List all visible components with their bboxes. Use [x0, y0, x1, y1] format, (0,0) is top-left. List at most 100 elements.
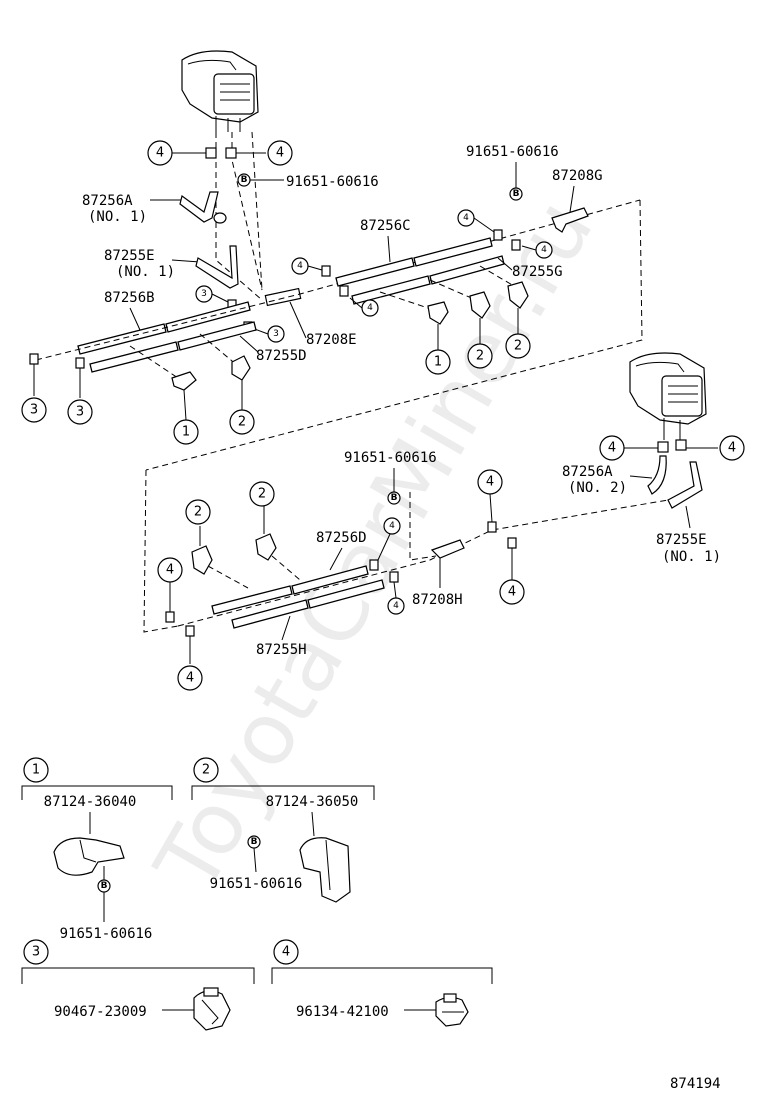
svg-text:2: 2: [514, 339, 522, 354]
ref-circle-2: 2: [505, 333, 531, 359]
ref-circle-2: 2: [185, 499, 211, 525]
svg-text:4: 4: [393, 601, 399, 611]
ref-circle-3: 3: [195, 285, 213, 303]
svg-text:2: 2: [258, 487, 266, 502]
svg-text:4: 4: [541, 245, 547, 255]
svg-text:1: 1: [182, 425, 190, 440]
ref-circle-4: 4: [157, 557, 183, 583]
ref-circle-1: 1: [425, 349, 451, 375]
legend-bolt-1: 91651-60616: [60, 926, 153, 942]
part-label-91651-right: 91651-60616: [466, 144, 559, 160]
part-label-87255e-2-sub: (NO. 1): [662, 549, 721, 565]
svg-text:4: 4: [166, 563, 174, 578]
svg-text:4: 4: [276, 146, 284, 161]
legend-item-2: 2 87124-36050 B 91651-60616: [191, 757, 375, 903]
ref-circle-4: 4: [599, 435, 625, 461]
part-label-87255e-sub: (NO. 1): [116, 264, 175, 280]
ref-circle-2: 2: [229, 409, 255, 435]
svg-text:4: 4: [186, 671, 194, 686]
part-label-87256d: 87256D: [316, 530, 367, 546]
ref-circle-2: 2: [249, 481, 275, 507]
svg-text:4: 4: [608, 441, 616, 456]
part-label-87208g: 87208G: [552, 168, 603, 184]
pipe-87256c: [335, 237, 493, 287]
legend-part-4: 96134-42100: [296, 1004, 389, 1020]
pipe-87256d: [211, 565, 369, 615]
svg-text:4: 4: [389, 521, 395, 531]
ref-circle-4: 4: [477, 469, 503, 495]
legend-part-2: 87124-36050: [266, 794, 359, 810]
svg-text:B: B: [251, 837, 258, 847]
hose-87256a-2: [647, 455, 667, 495]
ref-circle-4: 4: [177, 665, 203, 691]
nozzle-2: [469, 291, 491, 319]
clamp-87208g: [551, 207, 589, 233]
part-label-87255g: 87255G: [512, 264, 563, 280]
svg-text:3: 3: [273, 329, 279, 339]
svg-text:3: 3: [201, 289, 207, 299]
svg-text:1: 1: [32, 763, 40, 778]
legend-item-4: 4 96134-42100: [271, 939, 493, 1027]
svg-text:4: 4: [728, 441, 736, 456]
nozzle-2: [507, 281, 529, 309]
ref-circle-4: 4: [457, 209, 475, 227]
ref-circle-4: 4: [267, 140, 293, 166]
clamp-87208e: [264, 287, 302, 307]
part-label-87255e-2: 87255E: [656, 532, 707, 548]
ref-circle-2: 2: [467, 343, 493, 369]
pipe-87255g: [351, 255, 505, 305]
svg-text:4: 4: [367, 303, 373, 313]
svg-text:3: 3: [76, 405, 84, 420]
ref-circle-4: 4: [719, 435, 745, 461]
pipe-87255h: [231, 579, 385, 629]
ref-circle-4: 4: [387, 597, 405, 615]
diagram-id: 874194: [670, 1076, 721, 1092]
part-label-91651-top: 91651-60616: [286, 174, 379, 190]
svg-text:4: 4: [463, 213, 469, 223]
pipe-87256b: [77, 301, 251, 355]
svg-text:4: 4: [282, 945, 290, 960]
part-label-87256a-2-sub: (NO. 2): [568, 480, 627, 496]
nozzle-1: [171, 371, 197, 391]
part-label-91651-mid: 91651-60616: [344, 450, 437, 466]
svg-text:2: 2: [476, 349, 484, 364]
ref-circle-4: 4: [147, 140, 173, 166]
svg-text:2: 2: [238, 415, 246, 430]
bolt-symbol: B: [509, 187, 523, 201]
clamp-87208h: [430, 539, 465, 559]
ref-circle-4: 4: [361, 299, 379, 317]
bolt-symbol: B: [237, 173, 251, 187]
legend-item-1: 1 87124-36040 B 91651-60616: [21, 757, 173, 942]
ref-circle-4: 4: [383, 517, 401, 535]
svg-text:B: B: [101, 881, 108, 891]
part-label-87255h: 87255H: [256, 642, 307, 658]
part-label-87256a: 87256A: [82, 193, 133, 209]
legend-bolt-2: 91651-60616: [210, 876, 303, 892]
hose-87256a: [179, 191, 219, 223]
part-label-87208h: 87208H: [412, 592, 463, 608]
legend-part-1: 87124-36040: [44, 794, 137, 810]
part-label-87255d: 87255D: [256, 348, 307, 364]
ref-circle-1: 1: [173, 419, 199, 445]
bolt-symbol: B: [387, 491, 401, 505]
part-label-87256c: 87256C: [360, 218, 411, 234]
nozzle-2: [191, 545, 213, 575]
svg-text:B: B: [513, 189, 520, 199]
nozzle-1: [427, 301, 449, 325]
part-label-87256a-2: 87256A: [562, 464, 613, 480]
svg-text:4: 4: [486, 475, 494, 490]
part-label-87255e: 87255E: [104, 248, 155, 264]
pipe-87255d: [89, 321, 257, 373]
svg-text:1: 1: [434, 355, 442, 370]
nozzle-2: [255, 533, 277, 561]
svg-text:B: B: [241, 175, 248, 185]
svg-text:4: 4: [508, 585, 516, 600]
svg-text:3: 3: [30, 403, 38, 418]
ref-circle-3: 3: [267, 325, 285, 343]
hose-87255e-2: [667, 461, 703, 509]
ref-circle-3: 3: [21, 397, 47, 423]
hose-87255e: [195, 245, 239, 289]
ref-circle-3: 3: [67, 399, 93, 425]
svg-text:2: 2: [202, 763, 210, 778]
